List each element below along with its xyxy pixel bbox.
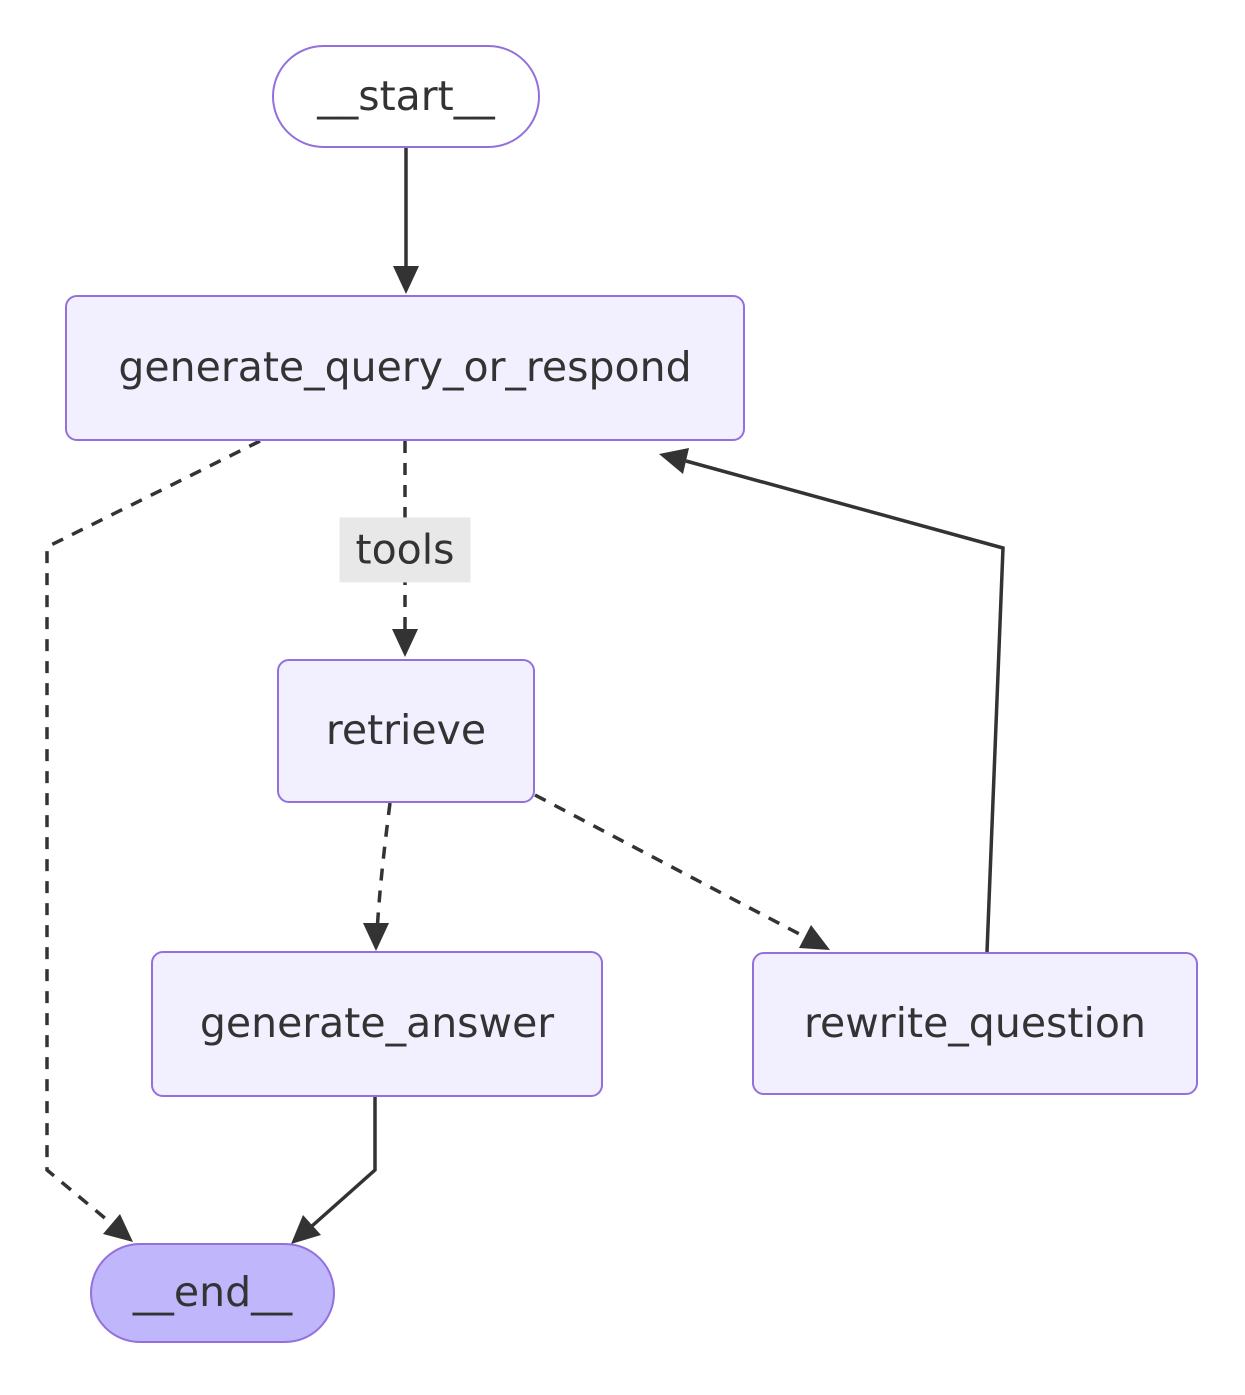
edge-generate-query-or-respond-to-end — [45, 439, 261, 1242]
edge-retrieve-to-rewrite-question — [534, 793, 830, 950]
node-start: __start__ — [272, 45, 540, 148]
edge-retrieve-to-generate-answer — [363, 802, 392, 951]
edge-generate-answer-to-end — [291, 1097, 377, 1244]
node-end: __end__ — [90, 1243, 335, 1343]
edge-rewrite-question-to-generate-query-or-respond — [659, 448, 1005, 953]
edge-start-to-generate-query-or-respond — [393, 148, 419, 294]
node-generate-query-or-respond: generate_query_or_respond — [65, 295, 745, 441]
node-generate-answer-label: generate_answer — [199, 999, 555, 1048]
node-rewrite-question: rewrite_question — [752, 952, 1198, 1095]
edge-label-tools: tools — [339, 517, 471, 583]
node-retrieve-label: retrieve — [325, 706, 487, 755]
node-generate-query-or-respond-label: generate_query_or_respond — [118, 343, 692, 392]
node-start-label: __start__ — [317, 71, 495, 120]
node-retrieve: retrieve — [277, 659, 535, 803]
node-rewrite-question-label: rewrite_question — [804, 998, 1146, 1047]
node-end-label: __end__ — [132, 1268, 293, 1317]
node-generate-answer: generate_answer — [151, 951, 603, 1097]
